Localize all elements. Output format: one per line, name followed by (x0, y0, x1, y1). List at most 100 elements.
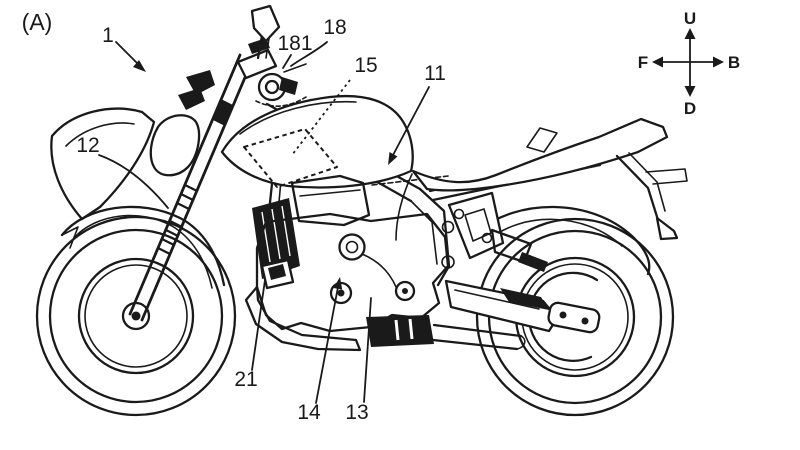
bracket-bolt (453, 208, 465, 220)
leader-12 (98, 154, 169, 209)
rear-tire-outer (475, 217, 675, 417)
rear-fender-outer (477, 205, 651, 276)
ref-label-13: 13 (345, 401, 368, 424)
fork-clamp (213, 99, 233, 126)
ref-label-18: 18 (323, 16, 346, 39)
leader-18 (290, 41, 328, 67)
front-tire-inner (48, 228, 224, 404)
chain-guard (500, 288, 549, 310)
radiator-fins (261, 205, 291, 263)
engine-mount (441, 220, 455, 234)
reference-labels: (A) 1 12 181 18 15 11 21 14 13 (22, 9, 446, 424)
front-rim-inner (84, 264, 188, 368)
tank-outline (220, 94, 414, 189)
clutch-bolt (402, 288, 408, 294)
ref-label-21: 21 (234, 368, 257, 391)
ref-label-1: 1 (102, 24, 114, 47)
hub-bolt (559, 311, 567, 319)
bracket-bolt (481, 232, 493, 244)
frame-rear-inner (410, 200, 438, 265)
compass-label-down: D (684, 99, 696, 118)
ref-label-11: 11 (424, 62, 446, 85)
leader-13 (363, 297, 372, 403)
exhaust (366, 315, 526, 351)
front-axle (131, 311, 141, 321)
mirror-head (250, 4, 281, 43)
bar-end (279, 77, 298, 95)
signal-arm (645, 168, 688, 185)
fender-stay-inner (628, 152, 666, 212)
rear-fender (477, 205, 651, 276)
muffler-chamber (366, 315, 434, 347)
mirror (250, 4, 281, 60)
fork-rings-lower (156, 219, 184, 256)
arrowhead-11 (388, 152, 398, 165)
leader-14 (315, 286, 339, 404)
leader-11 (391, 86, 430, 158)
compass-label-back: B (728, 53, 740, 72)
front-wheel (35, 215, 237, 417)
panel-label: (A) (22, 9, 53, 35)
fender-outer (60, 205, 226, 287)
front-sprocket (441, 255, 455, 269)
seat-strap (526, 127, 558, 153)
compass-label-up: U (684, 9, 696, 28)
arrowhead-1 (133, 60, 146, 72)
front-rim (77, 257, 195, 375)
leader-1 (115, 41, 139, 65)
swingarm (444, 279, 601, 334)
orientation-compass: U D F B (638, 9, 740, 118)
water-pump (338, 233, 366, 261)
ref-label-15: 15 (354, 54, 377, 77)
coolant-hose (361, 253, 397, 288)
crank-bolt (337, 289, 345, 297)
bracket-cutout (464, 208, 492, 242)
flyscreen-upper (186, 70, 215, 95)
belly-cowl (244, 285, 362, 352)
hub-bolt (581, 317, 589, 325)
cowl-seam (65, 122, 135, 147)
leader-21 (251, 279, 266, 371)
compass-arrow-down (684, 86, 696, 97)
footpeg (518, 252, 548, 272)
ref-label-181: 181 (277, 32, 312, 55)
muffler-slots (394, 318, 414, 341)
exhaust-pipe-top (432, 323, 523, 338)
clutch-cover (394, 280, 416, 302)
sensor-box-core (268, 264, 286, 280)
rear-hub-plate (547, 301, 601, 334)
compass-label-front: F (638, 53, 648, 72)
leader-15 (291, 79, 351, 156)
exhaust-tip (516, 335, 526, 350)
fender-inner (73, 214, 213, 289)
seat (411, 117, 669, 192)
engine (244, 174, 455, 352)
front-cowl (50, 70, 215, 221)
leader-181 (282, 54, 292, 69)
compass-arrow-up (684, 28, 696, 39)
airbox-hidden-outline (243, 128, 338, 188)
fork-rings-upper (175, 183, 199, 211)
head-seam (299, 189, 361, 197)
front-fender (60, 205, 226, 289)
brake-lever (283, 63, 307, 73)
leader-lines (98, 41, 430, 404)
compass-arrow-front (652, 56, 663, 68)
handlebar (255, 63, 307, 107)
side-panel-edge (395, 173, 413, 241)
flyscreen-lower (178, 88, 205, 110)
cylinder-block (290, 174, 371, 227)
swingarm-seam (454, 289, 540, 310)
front-tire-outer (35, 215, 237, 417)
grip-hidden-line (255, 96, 307, 107)
headlight-pod (149, 114, 201, 177)
tank-seam (239, 100, 357, 135)
water-pump-inner (345, 240, 359, 254)
ref-label-14: 14 (297, 401, 321, 424)
ref-label-12: 12 (76, 134, 99, 157)
fender-tip (61, 226, 79, 249)
grip-inner (264, 79, 280, 95)
mudflap-tip (655, 216, 679, 241)
